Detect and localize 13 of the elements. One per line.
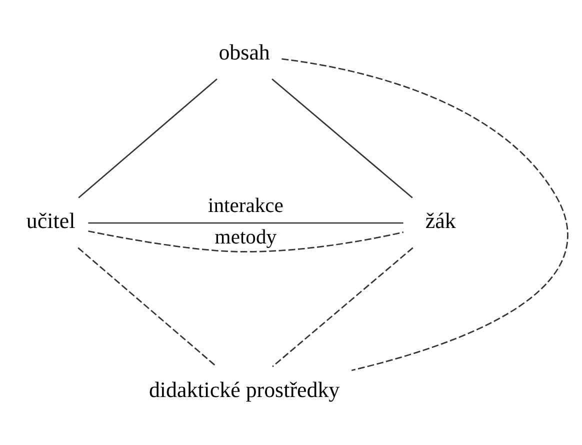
connector xyxy=(282,58,568,371)
node-text: učitel xyxy=(26,208,76,233)
node-text: didaktické prostředky xyxy=(148,376,340,402)
node-text: obsah xyxy=(218,38,270,64)
connector xyxy=(272,78,413,198)
connector xyxy=(78,246,217,367)
edge-label: metody xyxy=(214,226,277,248)
edge-label: interakce xyxy=(208,194,284,217)
connector xyxy=(272,246,414,367)
connector xyxy=(88,230,404,252)
connector xyxy=(78,78,218,198)
connector xyxy=(88,222,404,224)
node-text: žák xyxy=(425,208,456,233)
